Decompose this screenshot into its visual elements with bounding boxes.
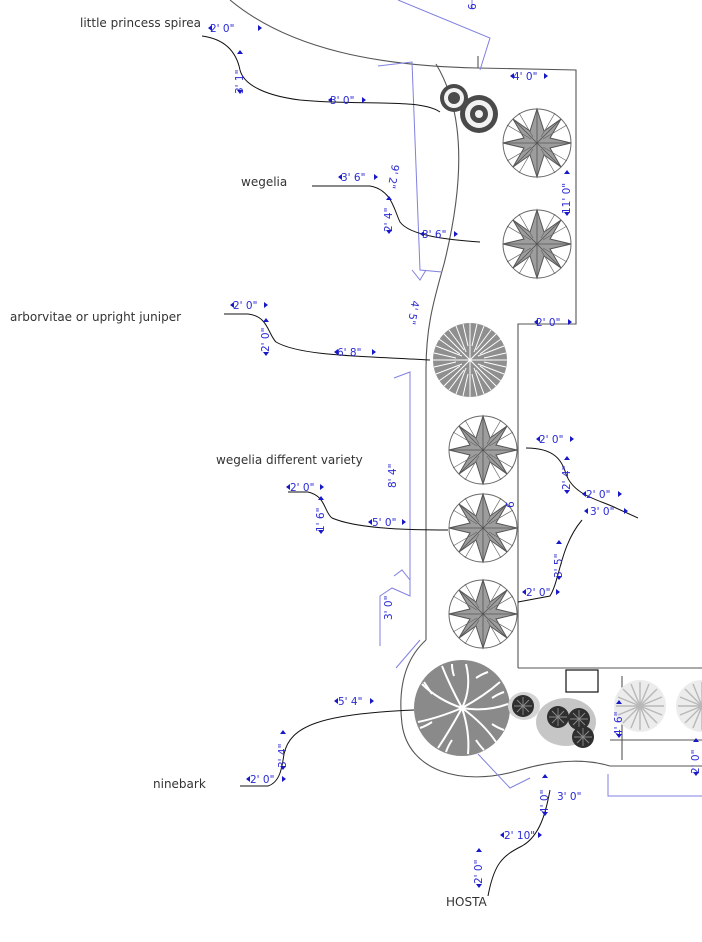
- dim-spirea-b: 3' 1": [234, 70, 246, 94]
- wegelia-shrub-2: [502, 209, 572, 279]
- label-hosta: HOSTA: [446, 895, 487, 909]
- dim-top-6: 6: [467, 3, 479, 10]
- dim-rs-a: 2' 0": [539, 434, 563, 446]
- dim-right-2-0: 2' 0": [536, 317, 560, 329]
- dim-rs-e: 3' 5": [553, 554, 565, 578]
- dim-hosta-c: 2' 0": [473, 860, 485, 884]
- dim-wv-b: 1' 6": [315, 508, 327, 532]
- dim-center-8-4: 8' 4": [387, 464, 399, 488]
- bed-outlines: [229, 0, 702, 778]
- structure-box: [565, 669, 599, 693]
- spirea-cluster: [440, 84, 498, 133]
- dim-arbor-b: 2' 0": [260, 328, 272, 352]
- wegelia-variety-shrub-3: [448, 579, 518, 649]
- plant-labels: little princess spirea wegelia arborvita…: [10, 16, 487, 909]
- dim-hosta-a: 4' 0": [539, 790, 551, 814]
- dim-rs-d: 3' 0": [590, 506, 614, 518]
- arborvitae-shrub: [432, 322, 508, 398]
- dim-center-4-5: 4' 5": [405, 299, 421, 325]
- dim-hosta-b: 2' 10": [504, 830, 535, 842]
- label-spirea: little princess spirea: [80, 16, 201, 30]
- label-ninebark: ninebark: [153, 777, 206, 791]
- dim-bed-4-6: 4' 6": [613, 712, 625, 736]
- small-shrub-cluster: [508, 692, 596, 749]
- dim-rs-c: 2' 0": [586, 489, 610, 501]
- dim-wegelia-c: 3' 6": [422, 229, 446, 241]
- dim-wegelia-b: 2' 4": [383, 208, 395, 232]
- dim-center-9-2: 9' 2": [385, 163, 401, 189]
- dim-spirea-c: 3' 0": [330, 95, 354, 107]
- dim-right-11-0: 11' 0": [561, 183, 573, 214]
- dim-spirea-a: 2' 0": [210, 23, 234, 35]
- leader-lines: [201, 35, 639, 897]
- dim-center-3-0: 3' 0": [383, 596, 395, 620]
- dim-arbor-c: 6' 8": [337, 347, 361, 359]
- dim-arbor-a: 2' 0": [233, 300, 257, 312]
- dim-rs-b: 2' 4": [561, 466, 573, 490]
- dim-wv-c: 5' 0": [372, 517, 396, 529]
- dim-bottom-3-0: 3' 0": [557, 791, 581, 803]
- dim-mid-6: 6: [505, 501, 517, 508]
- dim-top-4-0: 4' 0": [513, 71, 537, 83]
- dim-nb-b: 3' 4": [277, 744, 289, 768]
- dim-nb-c: 2' 0": [250, 774, 274, 786]
- label-arborvitae: arborvitae or upright juniper: [10, 310, 181, 324]
- guide-lines: [377, 0, 702, 797]
- label-wegelia-variety: wegelia different variety: [216, 453, 363, 467]
- dim-nb-a: 5' 4": [338, 696, 362, 708]
- dim-wv-a: 2' 0": [290, 482, 314, 494]
- wegelia-variety-shrub-1: [448, 415, 518, 485]
- ninebark-tree: [413, 659, 511, 757]
- dim-rs-f: 2' 0": [526, 587, 550, 599]
- dimension-arrows: [208, 25, 699, 888]
- dimension-labels: 2' 0" 3' 0" 4' 0" 3' 6" 3' 6" 2' 0" 2' 0…: [210, 3, 702, 884]
- dim-wegelia-a: 3' 6": [341, 172, 365, 184]
- dim-bed-2-0: 2' 0": [690, 750, 702, 774]
- label-wegelia: wegelia: [241, 175, 287, 189]
- wegelia-shrub-1: [502, 108, 572, 178]
- ghost-shrub-2: [675, 679, 702, 733]
